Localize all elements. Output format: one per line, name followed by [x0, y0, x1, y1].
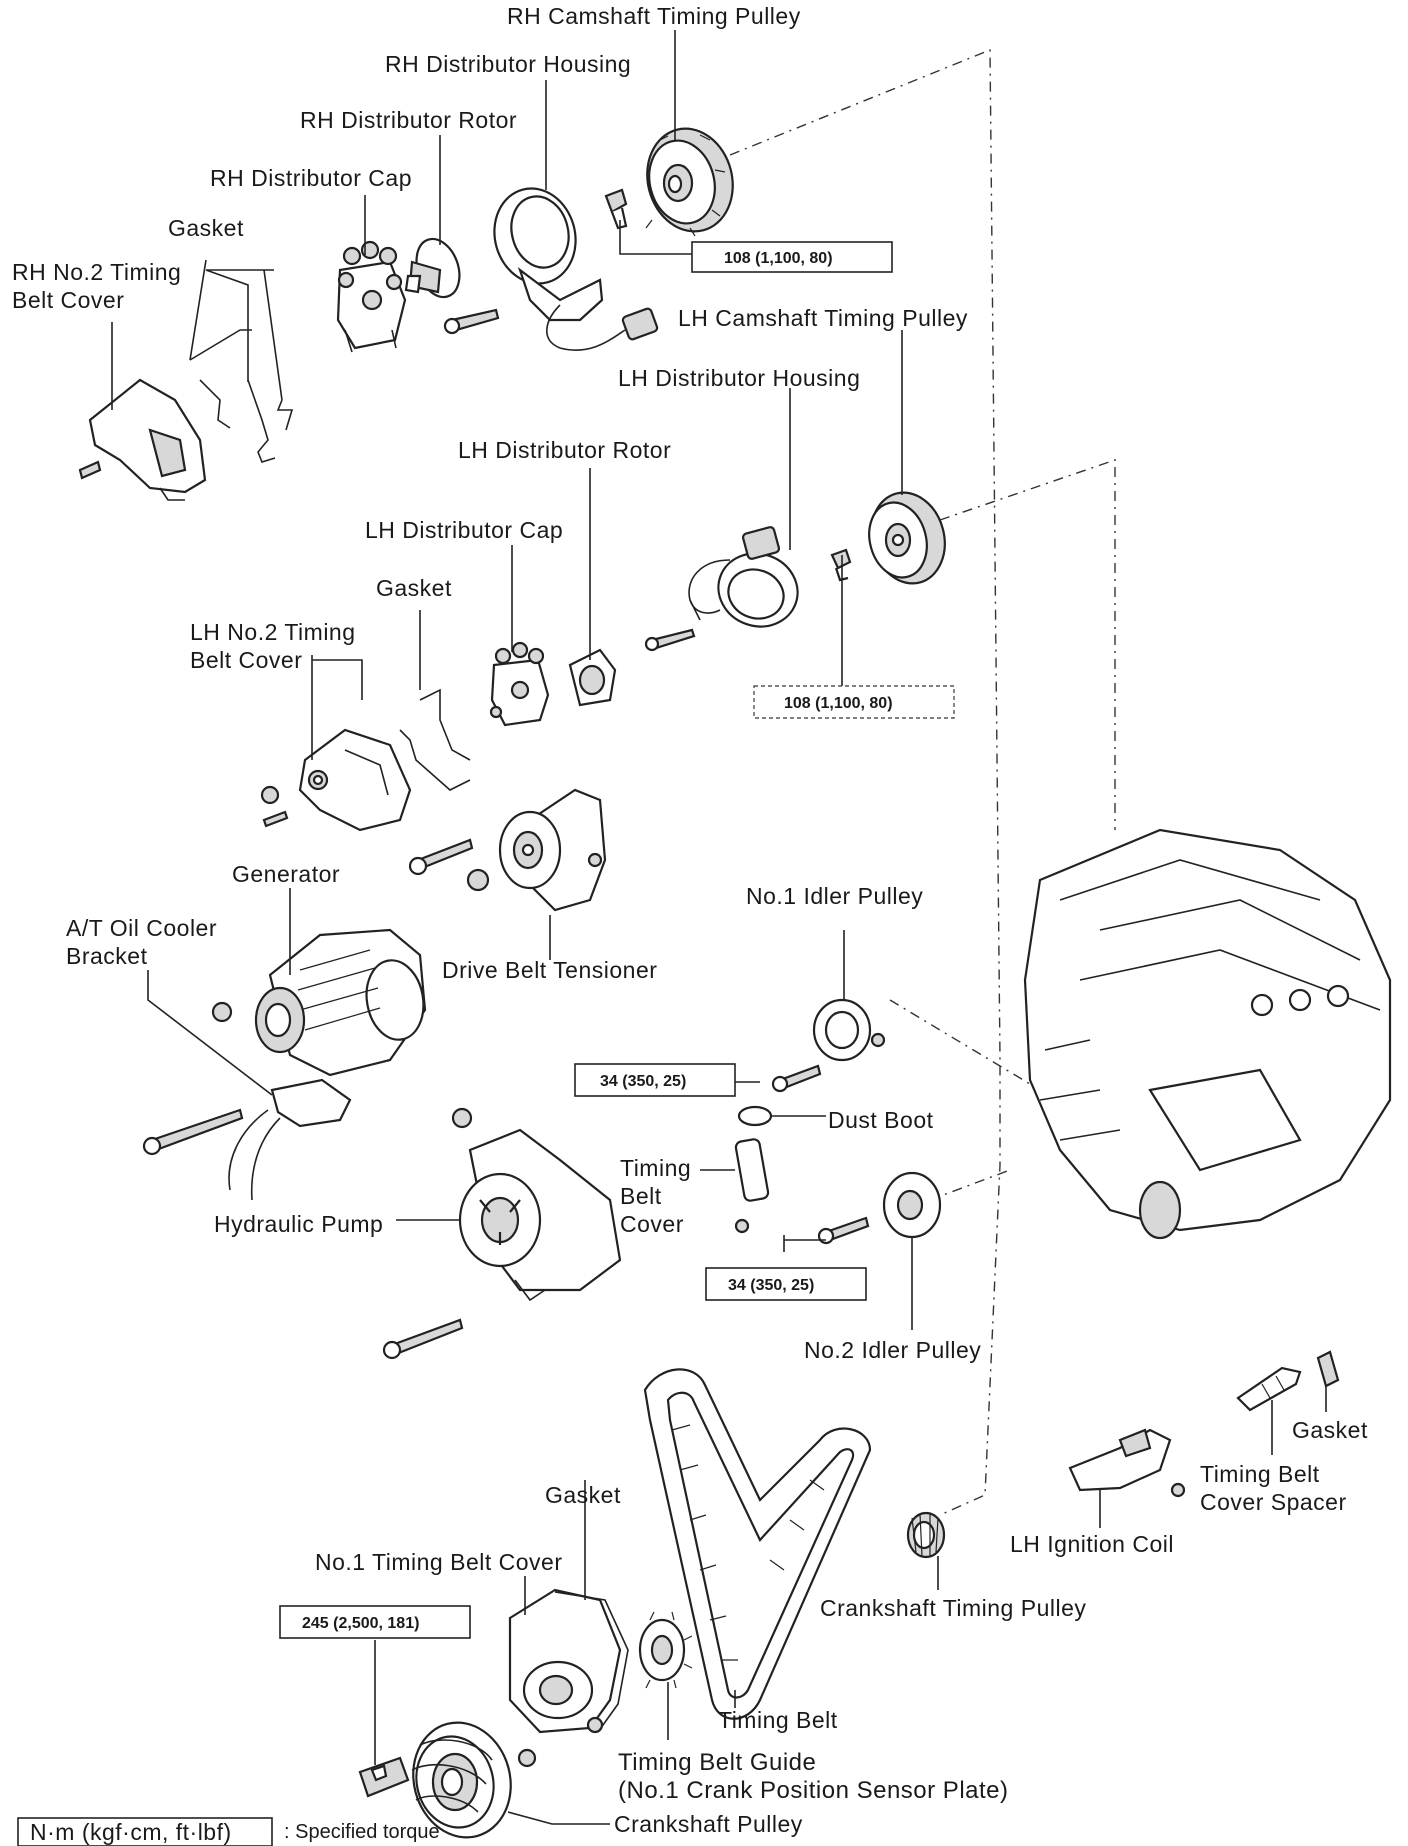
- label-rh-gasket: Gasket: [168, 215, 244, 241]
- label-lh-gasket: Gasket: [376, 575, 452, 601]
- label-timing-belt-cover-spacer-line1: Timing Belt: [1200, 1461, 1320, 1487]
- label-timing-belt-cover-line2: Belt: [620, 1183, 662, 1209]
- timing-belt-guide-part: [638, 1611, 693, 1689]
- generator-part: [254, 928, 427, 1077]
- torque-no2-idler: 34 (350, 25): [728, 1277, 814, 1294]
- legend: N·m (kgf·cm, ft·lbf) : Specified torque: [17, 1817, 440, 1846]
- label-lh-distributor-rotor: LH Distributor Rotor: [458, 437, 671, 463]
- generator-nut-part: [211, 1001, 233, 1023]
- dust-boot-part: [737, 1105, 773, 1127]
- label-rh-distributor-rotor: RH Distributor Rotor: [300, 107, 517, 133]
- label-spacer-gasket: Gasket: [1292, 1417, 1368, 1443]
- lh-distributor-rotor-part: [568, 648, 617, 707]
- engine-block-part: [1023, 828, 1392, 1240]
- lh-distributor-cap-part: [489, 641, 550, 727]
- part-labels: RH Camshaft Timing Pulley RH Distributor…: [12, 3, 1368, 1837]
- rh-gasket-part: [189, 329, 294, 463]
- label-at-oil-cooler-line1: A/T Oil Cooler: [66, 915, 217, 941]
- label-no2-idler-pulley: No.2 Idler Pulley: [804, 1337, 981, 1363]
- crankshaft-timing-pulley-part: [906, 1511, 946, 1559]
- label-crankshaft-pulley: Crankshaft Pulley: [614, 1811, 803, 1837]
- torque-box-rh-cam: [691, 241, 893, 273]
- label-lh-ignition-coil: LH Ignition Coil: [1010, 1531, 1174, 1557]
- label-crankshaft-timing-pulley: Crankshaft Timing Pulley: [820, 1595, 1086, 1621]
- label-lh-distributor-cap: LH Distributor Cap: [365, 517, 563, 543]
- torque-box-no1-idler: [574, 1063, 736, 1097]
- label-no1-idler-pulley: No.1 Idler Pulley: [746, 883, 923, 909]
- crank-cover-screw-part: [517, 1748, 537, 1768]
- no1-timing-belt-cover-part: [508, 1588, 622, 1734]
- lh-gasket-part: [399, 688, 471, 791]
- timing-belt-cover-spacer-part: [1236, 1366, 1302, 1412]
- torque-box-lh-cam: [753, 685, 955, 719]
- bracket-bolt-part: [142, 1108, 244, 1156]
- label-at-oil-cooler-line2: Bracket: [66, 943, 148, 969]
- rh-distributor-rotor-part: [404, 237, 461, 299]
- lh-cam-bolt-part: [830, 548, 852, 582]
- label-dust-boot: Dust Boot: [828, 1107, 934, 1133]
- hydraulic-pump-part: [451, 1107, 622, 1302]
- lh-distributor-housing-part: [688, 526, 799, 628]
- at-oil-cooler-bracket-part: [228, 1078, 352, 1201]
- legend-unit-box: [17, 1817, 273, 1846]
- label-timing-belt-cover-line1: Timing: [620, 1155, 691, 1181]
- legend-unit: N·m (kgf·cm, ft·lbf): [30, 1819, 232, 1845]
- torque-specs: 108 (1,100, 80) 108 (1,100, 80) 34 (350,…: [279, 241, 955, 1639]
- label-rh-camshaft-timing-pulley: RH Camshaft Timing Pulley: [507, 3, 801, 29]
- label-hydraulic-pump: Hydraulic Pump: [214, 1211, 383, 1237]
- label-lh-no2-cover-line2: Belt Cover: [190, 647, 302, 673]
- torque-lh-cam: 108 (1,100, 80): [784, 695, 893, 712]
- lh-no2-timing-belt-cover-part: [298, 728, 412, 832]
- lh-housing-screw-part: [644, 628, 696, 652]
- tensioner-bolt-part: [408, 838, 490, 892]
- no1-idler-pulley-part: [812, 998, 886, 1062]
- no2-idler-pulley-part: [882, 1171, 942, 1239]
- torque-rh-cam: 108 (1,100, 80): [724, 250, 833, 267]
- no1-cover-gasket-part: [554, 1591, 629, 1733]
- label-timing-belt-guide-line2: (No.1 Crank Position Sensor Plate): [618, 1777, 1009, 1804]
- label-timing-belt-guide-line1: Timing Belt Guide: [618, 1749, 816, 1776]
- lh-cover-fasteners-part: [260, 785, 289, 828]
- lh-ignition-coil-part: [1068, 1428, 1186, 1498]
- legend-meaning: : Specified torque: [284, 1821, 440, 1843]
- torque-box-crank: [279, 1605, 471, 1639]
- label-timing-belt-cover-line3: Cover: [620, 1211, 684, 1237]
- no1-idler-bolt-part: [771, 1064, 822, 1093]
- alignment-lines: [729, 48, 1116, 1516]
- torque-no1-idler: 34 (350, 25): [600, 1073, 686, 1090]
- timing-belt-part: [643, 1368, 872, 1720]
- label-rh-no2-cover-line1: RH No.2 Timing: [12, 259, 181, 285]
- rh-cam-bolt-part: [604, 188, 628, 230]
- drive-belt-tensioner-part: [498, 788, 607, 912]
- no2-idler-bolt-part: [817, 1216, 870, 1245]
- label-no1-timing-belt-cover: No.1 Timing Belt Cover: [315, 1549, 562, 1575]
- timing-belt-cover-plug-part: [734, 1138, 770, 1234]
- crank-pulley-bolt-part: [358, 1756, 410, 1798]
- label-timing-belt: Timing Belt: [718, 1707, 838, 1733]
- label-lh-no2-cover-line1: LH No.2 Timing: [190, 619, 356, 645]
- label-rh-no2-cover-line2: Belt Cover: [12, 287, 124, 313]
- label-generator: Generator: [232, 861, 340, 887]
- label-rh-distributor-housing: RH Distributor Housing: [385, 51, 631, 77]
- rh-camshaft-timing-pulley-part: [645, 127, 734, 237]
- rh-distributor-housing-part: [493, 187, 659, 351]
- torque-crank: 245 (2,500, 181): [302, 1615, 419, 1632]
- label-drive-belt-tensioner: Drive Belt Tensioner: [442, 957, 657, 983]
- label-timing-belt-cover-spacer-line2: Cover Spacer: [1200, 1489, 1347, 1515]
- label-lh-distributor-housing: LH Distributor Housing: [618, 365, 860, 391]
- crankshaft-pulley-part: [411, 1721, 512, 1839]
- label-lh-camshaft-timing-pulley: LH Camshaft Timing Pulley: [678, 305, 968, 331]
- label-no1-cover-gasket: Gasket: [545, 1482, 621, 1508]
- lh-camshaft-timing-pulley-part: [868, 491, 946, 585]
- rh-distributor-cap-part: [336, 240, 407, 353]
- label-rh-distributor-cap: RH Distributor Cap: [210, 165, 412, 191]
- torque-box-no2-idler: [705, 1267, 867, 1301]
- spacer-gasket-part: [1316, 1350, 1340, 1388]
- rh-cap-screw-part: [443, 308, 500, 335]
- rh-no2-timing-belt-cover-part: [78, 378, 207, 501]
- leader-lines: [111, 30, 1327, 1825]
- pump-bolt-part: [382, 1318, 464, 1360]
